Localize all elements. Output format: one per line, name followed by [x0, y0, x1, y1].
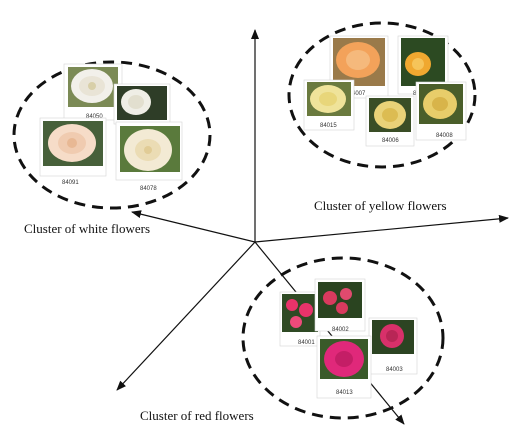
white-cluster-label: Cluster of white flowers	[24, 221, 150, 236]
axis-left-arrow	[132, 212, 255, 242]
thumb-id-84015: 84015	[320, 123, 337, 129]
flower-thumb-84078: 84078	[116, 122, 182, 192]
flower-thumb-84001: 84001	[280, 292, 320, 346]
flower-thumb-84091: 84091	[40, 118, 106, 186]
thumb-id-84002: 84002	[332, 327, 349, 333]
thumb-id-84006: 84006	[382, 138, 399, 144]
flower-thumb-84002: 84002	[315, 279, 365, 333]
flower-thumb-84013: 84013	[317, 336, 371, 398]
flower-thumb-84003: 84003	[369, 318, 417, 374]
thumb-id-84008: 84008	[436, 133, 453, 139]
flower-thumb-84015: 84015	[304, 80, 354, 130]
flower-thumb-white-2	[114, 84, 170, 124]
yellow-cluster-label: Cluster of yellow flowers	[314, 198, 447, 213]
white-cluster: 84050 84091 84078	[40, 64, 182, 192]
red-cluster: 84001 84002 84003 84013	[280, 279, 417, 398]
flower-thumb-84050: 84050	[64, 64, 122, 120]
thumb-id-84078: 84078	[140, 186, 157, 192]
thumb-id-84013: 84013	[336, 390, 353, 396]
thumb-id-84091: 84091	[62, 180, 79, 186]
thumb-id-84003: 84003	[386, 367, 403, 373]
red-cluster-label: Cluster of red flowers	[140, 408, 254, 423]
axis-right-arrow	[255, 218, 508, 242]
yellow-cluster: 4007 8 84015 84006 84008	[304, 36, 466, 146]
flower-thumb-84008: 84008	[416, 82, 466, 140]
axis-down-left-arrow	[117, 242, 255, 390]
flower-thumb-84006: 84006	[366, 96, 414, 146]
thumb-id-84001: 84001	[298, 340, 315, 346]
